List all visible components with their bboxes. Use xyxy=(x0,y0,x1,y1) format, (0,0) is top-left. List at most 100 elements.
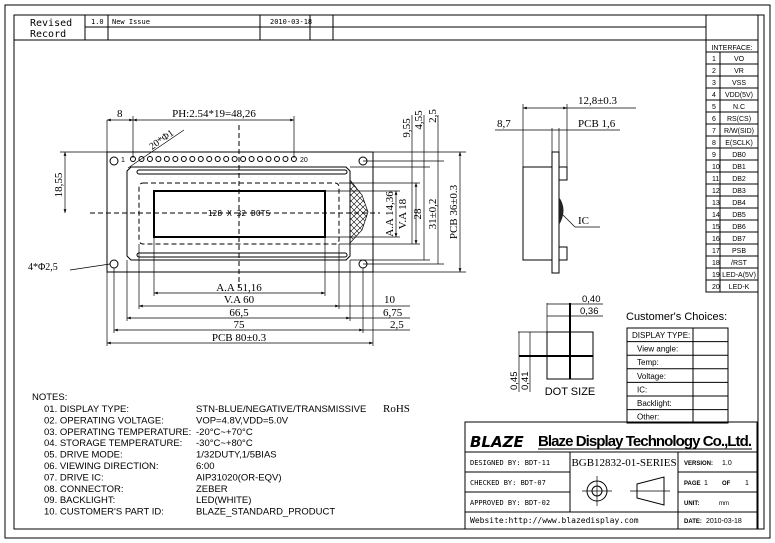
note-value: STN-BLUE/NEGATIVE/TRANSMISSIVE xyxy=(196,404,366,415)
pin-first-label: 1 xyxy=(121,157,125,164)
dim-pcb-width: PCB 80±0.3 xyxy=(212,332,267,344)
record-label: Record xyxy=(30,29,66,40)
revision-date: 2010-03-18 xyxy=(270,18,312,26)
pin-hole xyxy=(197,156,204,162)
pin-number: 5 xyxy=(712,104,716,111)
part-number: BGB12832-01-SERIES xyxy=(571,457,676,469)
side-body: 8,7 xyxy=(497,118,511,130)
side-ic-label: IC xyxy=(578,215,589,227)
pin-name: VSS xyxy=(732,80,746,87)
customer-row-label: View angle: xyxy=(637,345,678,354)
customer-row-label: Backlight: xyxy=(637,399,672,408)
dot-size-title: DOT SIZE xyxy=(545,386,596,398)
mount-hole xyxy=(109,259,119,269)
pin-hole xyxy=(172,156,179,162)
pin-name: DB3 xyxy=(732,188,746,195)
dim-66-5: 66,5 xyxy=(229,307,249,319)
pin-name: PSB xyxy=(732,248,746,255)
pin-hole xyxy=(138,156,145,162)
side-pcb-thickness: PCB 1,6 xyxy=(578,118,616,130)
note-value: BLAZE_STANDARD_PRODUCT xyxy=(196,507,335,518)
dim-2-5-bottom: 2,5 xyxy=(390,319,404,331)
pin-number: 19 xyxy=(712,272,720,279)
pin-number: 1 xyxy=(712,56,716,63)
ic-blob xyxy=(559,197,564,225)
interface-row: 12 DB3 xyxy=(712,188,746,195)
dim-9-55: 9,55 xyxy=(401,118,413,138)
pin-number: 15 xyxy=(712,224,720,231)
note-value: 6:00 xyxy=(196,461,215,472)
website: Website:http://www.blazedisplay.com xyxy=(470,516,639,525)
dim-aa-height: A.A 14,36 xyxy=(384,191,396,237)
note-label: 05. DRIVE MODE: xyxy=(44,450,123,461)
pin-hole xyxy=(248,156,255,162)
drawing-frame xyxy=(4,4,771,539)
pin-hole xyxy=(206,156,213,162)
notes: NOTES: 01. DISPLAY TYPE:STN-BLUE/NEGATIV… xyxy=(32,392,410,518)
pin-name: E(SCLK) xyxy=(725,140,753,147)
customer-row-label: Voltage: xyxy=(637,372,666,381)
note-value: VOP=4.8V,VDD=5.0V xyxy=(196,415,289,426)
title-block: BLAZE Blaze Display Technology Co.,Ltd. … xyxy=(464,421,758,530)
dot-width-1: 0,40 xyxy=(582,294,601,305)
pin-row xyxy=(130,156,297,162)
pin-number: 18 xyxy=(712,260,720,267)
note-label: 01. DISPLAY TYPE: xyxy=(44,404,129,415)
pin-name: DB1 xyxy=(732,164,746,171)
pin-number: 20 xyxy=(712,284,720,291)
customer-title: Customer's Choices: xyxy=(626,311,727,323)
approved-by: APPROVED BY: BDT-02 xyxy=(470,499,550,507)
customer-row-label: Other: xyxy=(637,413,659,422)
dim-pin-holes: 20*Φ1 xyxy=(147,128,176,153)
note-label: 10. CUSTOMER'S PART ID: xyxy=(44,507,164,518)
pin-name: DB7 xyxy=(732,236,746,243)
dim-pitch: PH:2.54*19=48,26 xyxy=(172,108,256,120)
note-item: 04. STORAGE TEMPERATURE:-30°C~+80°C xyxy=(44,438,253,449)
dim-10: 10 xyxy=(384,294,396,306)
page-value: 1 xyxy=(704,480,708,487)
note-item: 10. CUSTOMER'S PART ID: BLAZE_STANDARD_PR… xyxy=(44,507,335,518)
note-item: 02. OPERATING VOLTAGE:VOP=4.8V,VDD=5.0V xyxy=(44,415,289,426)
pin-number: 7 xyxy=(712,128,716,135)
pin-last-label: 20 xyxy=(300,157,308,164)
note-value: -30°C~+80°C xyxy=(196,438,253,449)
checked-by: CHECKED BY: BDT-07 xyxy=(470,479,546,487)
pin-name: VR xyxy=(734,68,744,75)
dot-height-1: 0,45 xyxy=(509,372,520,391)
dim-4-55: 4,55 xyxy=(413,110,425,130)
pin-name: N.C xyxy=(733,104,745,111)
revision-version: 1.0 xyxy=(91,18,104,26)
pin-hole xyxy=(265,156,272,162)
dim-va-width: V.A 60 xyxy=(224,294,255,306)
dim-pcb-height: PCB 36±0.3 xyxy=(448,184,460,239)
pin-number: 13 xyxy=(712,200,720,207)
pin-name: DB2 xyxy=(732,176,746,183)
page-label: PAGE xyxy=(684,481,701,487)
note-value: AIP31020(OR-EQV) xyxy=(196,472,282,483)
note-value: ZEBER xyxy=(196,484,228,495)
note-item: 01. DISPLAY TYPE: STN-BLUE/NEGATIVE/TRANS… xyxy=(44,403,410,415)
pin-hole xyxy=(240,156,247,162)
designed-by: DESIGNED BY: BDT-11 xyxy=(470,459,550,467)
pin-hole xyxy=(155,156,162,162)
note-label: 07. DRIVE IC: xyxy=(44,472,104,483)
pin-name: R/W(SID) xyxy=(724,128,754,135)
interface-row: 13 DB4 xyxy=(712,200,746,207)
pin-number: 4 xyxy=(712,92,716,99)
pin-name: DB0 xyxy=(732,152,746,159)
rohs-mark: RoHS xyxy=(383,403,410,415)
dim-75: 75 xyxy=(234,319,246,331)
mount-hole xyxy=(109,156,119,166)
dot-height-2: 0,41 xyxy=(520,372,531,391)
note-item: 07. DRIVE IC: AIP31020(OR-EQV) xyxy=(44,472,282,483)
dim-left-margin: 8 xyxy=(117,108,123,120)
pin-number: 12 xyxy=(712,188,720,195)
interface-row: 18/RST xyxy=(712,260,748,267)
pin-hole xyxy=(189,156,196,162)
pin-name: DB4 xyxy=(732,200,746,207)
